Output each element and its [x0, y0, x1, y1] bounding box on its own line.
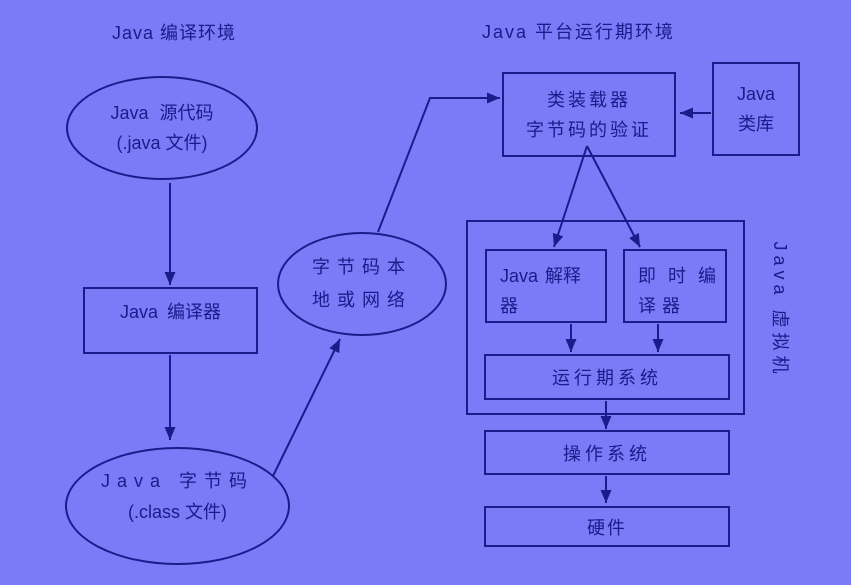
java-interpreter-line2: 器	[500, 296, 518, 316]
box-java-classlib: Java 类库	[712, 62, 800, 156]
java-compiler-label: Java 编译器	[119, 302, 222, 322]
arrow-bytecode-to-network	[272, 338, 341, 477]
box-java-compiler: Java 编译器	[83, 287, 258, 354]
label-jvm-vertical: Java 虚拟机	[770, 241, 790, 379]
bytecode-network-line2: 地或网络	[312, 290, 412, 310]
box-operating-system: 操作系统	[484, 430, 730, 475]
title-runtime-environment: Java 平台运行期环境	[482, 22, 676, 42]
classloader-line1: 类装载器	[547, 89, 631, 110]
box-hardware: 硬件	[484, 506, 730, 547]
java-classlib-line1: Java	[736, 84, 776, 104]
hardware-label: 硬件	[587, 517, 627, 538]
classloader-line2: 字节码的验证	[526, 119, 652, 140]
arrow-network-to-classloader	[377, 92, 500, 233]
java-interpreter-line1: Java 解释	[500, 266, 582, 286]
ellipse-bytecode-network: 字节码本 地或网络	[277, 232, 447, 336]
title-compile-environment: Java 编译环境	[112, 23, 237, 43]
box-runtime-system: 运行期系统	[484, 354, 730, 400]
jit-compiler-line1: 即时编	[638, 266, 728, 286]
runtime-system-label: 运行期系统	[552, 368, 662, 388]
operating-system-label: 操作系统	[563, 443, 651, 464]
box-classloader: 类装载器 字节码的验证	[502, 72, 676, 157]
java-source-line2: (.java 文件)	[116, 133, 208, 153]
java-classlib-line2: 类库	[738, 114, 774, 134]
jit-compiler-line2: 译器	[638, 296, 686, 316]
java-bytecode-line2: (.class 文件)	[128, 502, 227, 522]
java-source-line1: Java 源代码	[110, 103, 214, 123]
ellipse-java-bytecode: Java 字节码 (.class 文件)	[65, 447, 290, 565]
ellipse-java-source: Java 源代码 (.java 文件)	[66, 76, 258, 180]
java-bytecode-line1: Java 字节码	[100, 471, 255, 491]
bytecode-network-line1: 字节码本	[312, 257, 412, 277]
box-jit-compiler: 即时编 译器	[623, 249, 727, 323]
box-java-interpreter: Java 解释 器	[485, 249, 607, 323]
